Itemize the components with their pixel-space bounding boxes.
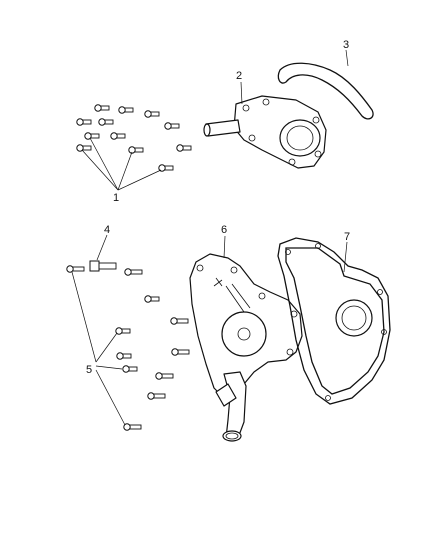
callout-1: 1 — [113, 192, 119, 204]
water-pump[interactable] — [189, 253, 303, 442]
bolt[interactable] — [122, 365, 138, 373]
bolt-group-1 — [76, 104, 192, 172]
bolt-group-5 — [66, 265, 190, 431]
callout-6: 6 — [221, 224, 227, 236]
housing-seal[interactable] — [277, 62, 374, 120]
bolt[interactable] — [144, 295, 160, 303]
bolt[interactable] — [128, 146, 144, 154]
bolt[interactable] — [176, 144, 192, 152]
callout-3: 3 — [343, 39, 349, 51]
bolt[interactable] — [98, 118, 114, 126]
bolt[interactable] — [158, 164, 174, 172]
bolt[interactable] — [147, 392, 166, 400]
leader-lines-5 — [71, 271, 126, 426]
callout-7: 7 — [344, 231, 350, 243]
callout-2: 2 — [236, 70, 242, 82]
bolt[interactable] — [170, 317, 189, 325]
bolt[interactable] — [76, 144, 92, 152]
bolt[interactable] — [110, 132, 126, 140]
bolt[interactable] — [66, 265, 85, 273]
callout-5: 5 — [86, 364, 92, 376]
leader-lines-1 — [81, 137, 162, 191]
bolt[interactable] — [116, 352, 132, 360]
bolt[interactable] — [76, 118, 92, 126]
bolt[interactable] — [164, 122, 180, 130]
bolt[interactable] — [155, 372, 174, 380]
bolt[interactable] — [144, 110, 160, 118]
stud-bolt[interactable] — [89, 260, 117, 272]
thermostat-housing[interactable] — [203, 95, 327, 169]
bolt[interactable] — [115, 327, 131, 335]
bolt[interactable] — [171, 348, 190, 356]
bolt[interactable] — [123, 423, 142, 431]
bolt[interactable] — [124, 268, 143, 276]
bolt[interactable] — [118, 106, 134, 114]
water-pump-gasket[interactable] — [277, 237, 391, 405]
bolt[interactable] — [84, 132, 100, 140]
bolt[interactable] — [94, 104, 110, 112]
callout-4: 4 — [104, 224, 110, 236]
